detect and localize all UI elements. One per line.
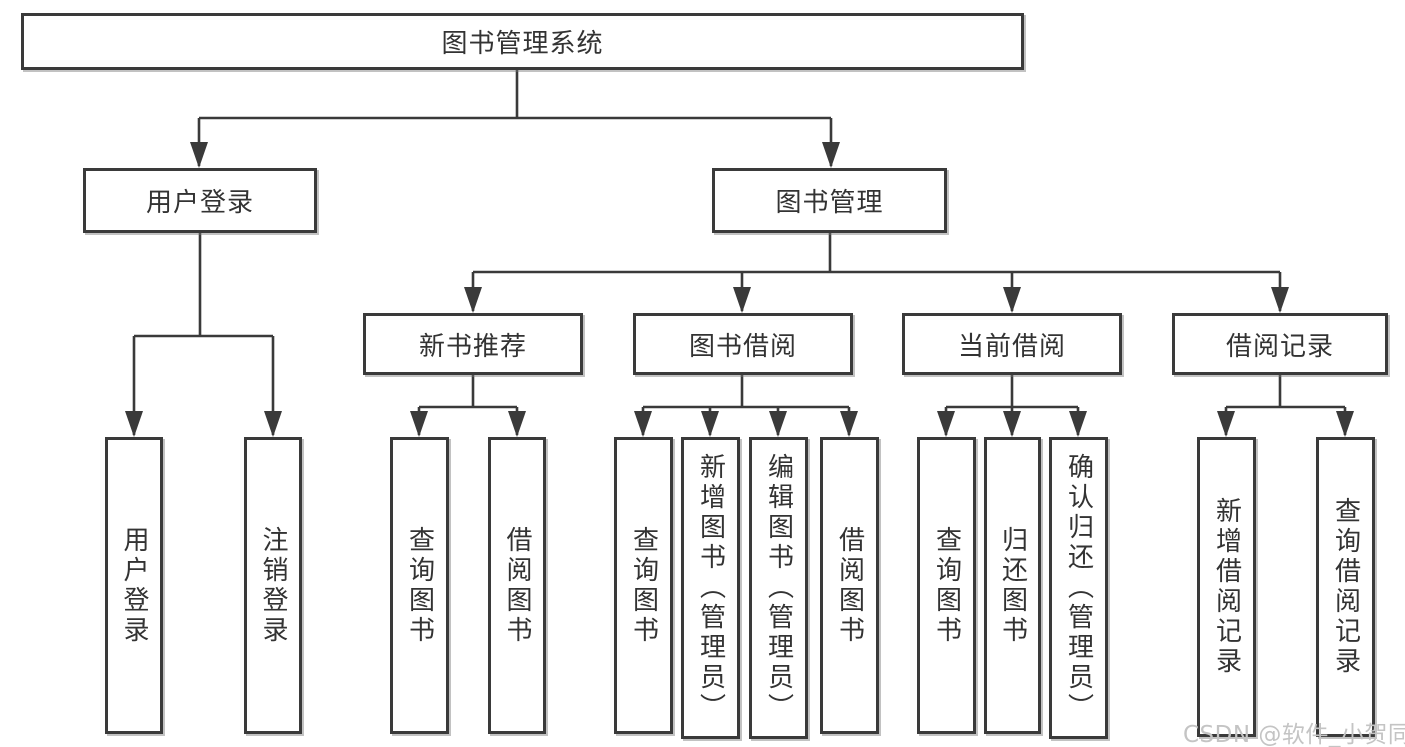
leaf-query-books-2-label: 查询图书	[628, 525, 659, 646]
leaf-return-books: 归还图书	[984, 437, 1041, 734]
leaf-borrow-books-1: 借阅图书	[488, 437, 546, 734]
leaf-borrow-books-1-label: 借阅图书	[502, 525, 532, 646]
leaf-logout: 注销登录	[244, 437, 302, 734]
leaf-user-login: 用户登录	[105, 437, 163, 734]
node-root-system: 图书管理系统	[21, 13, 1024, 70]
leaf-query-borrow-record-label: 查询借阅记录	[1330, 497, 1361, 677]
node-book-borrow: 图书借阅	[633, 313, 853, 375]
node-book-management-label: 图书管理	[775, 188, 884, 218]
node-new-book-recommend: 新书推荐	[363, 313, 583, 375]
leaf-borrow-books-2: 借阅图书	[820, 437, 879, 734]
leaf-add-borrow-record-label: 新增借阅记录	[1211, 497, 1242, 677]
node-user-login-label: 用户登录	[145, 188, 254, 218]
csdn-watermark: CSDN @软件_小贺同学	[1183, 722, 1405, 747]
leaf-add-books-admin: 新增图书（管理员）	[681, 437, 740, 739]
leaf-edit-books-admin-label: 编辑图书（管理员）	[763, 453, 794, 723]
node-root-label: 图书管理系统	[441, 29, 604, 59]
leaf-query-borrow-record: 查询借阅记录	[1316, 437, 1375, 737]
leaf-add-books-admin-label: 新增图书（管理员）	[695, 453, 726, 723]
leaf-confirm-return-admin: 确认归还（管理员）	[1049, 437, 1108, 739]
leaf-query-books-3: 查询图书	[917, 437, 976, 734]
leaf-query-books-3-label: 查询图书	[931, 525, 962, 646]
leaf-user-login-label: 用户登录	[119, 525, 149, 646]
node-user-login: 用户登录	[83, 168, 317, 233]
node-current-borrow: 当前借阅	[902, 313, 1122, 375]
node-book-management: 图书管理	[712, 168, 947, 233]
node-new-book-recommend-label: 新书推荐	[418, 331, 527, 362]
node-book-borrow-label: 图书借阅	[688, 331, 797, 362]
leaf-query-books-2: 查询图书	[614, 437, 673, 734]
leaf-confirm-return-admin-label: 确认归还（管理员）	[1063, 453, 1094, 723]
leaf-query-books-1-label: 查询图书	[404, 525, 435, 646]
leaf-return-books-label: 归还图书	[997, 525, 1028, 646]
node-current-borrow-label: 当前借阅	[957, 331, 1066, 362]
leaf-query-books-1: 查询图书	[390, 437, 449, 734]
node-borrow-records: 借阅记录	[1172, 313, 1388, 375]
node-borrow-records-label: 借阅记录	[1225, 331, 1334, 362]
leaf-edit-books-admin: 编辑图书（管理员）	[749, 437, 808, 739]
leaf-logout-label: 注销登录	[258, 525, 288, 646]
leaf-add-borrow-record: 新增借阅记录	[1197, 437, 1256, 737]
leaf-borrow-books-2-label: 借阅图书	[834, 525, 865, 646]
